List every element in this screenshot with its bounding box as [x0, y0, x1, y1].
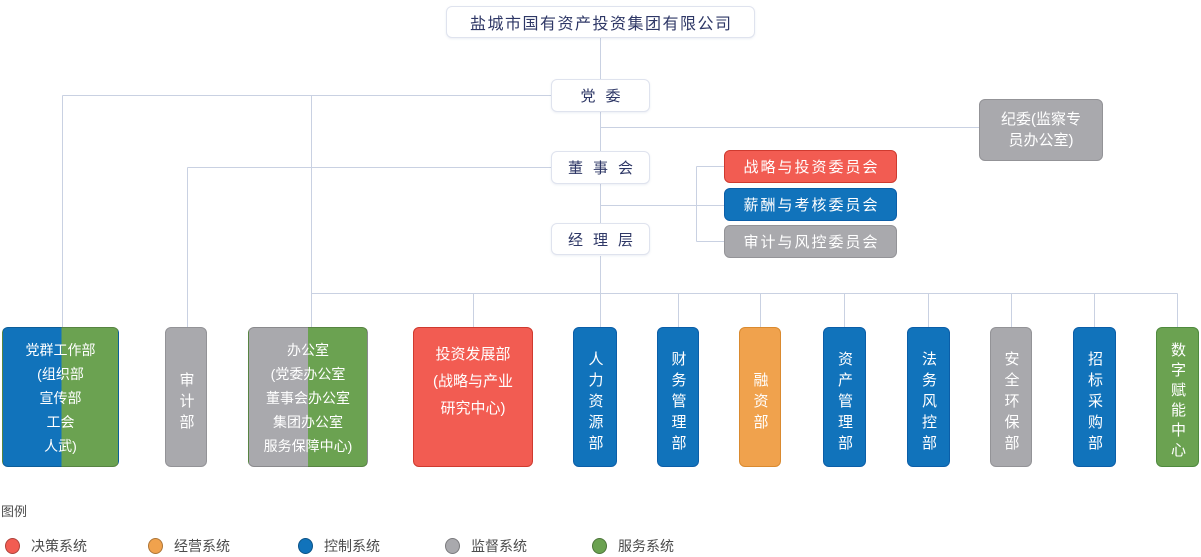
dept-label: 数字赋能中心	[1169, 342, 1186, 462]
node-dept-audit: 审计部	[165, 327, 207, 467]
node-dept-safety-environment: 安全环保部	[990, 327, 1032, 467]
legend-item-operating: 经营系统	[148, 536, 230, 556]
node-management-layer: 经理层	[551, 223, 650, 255]
legend-label: 服务系统	[618, 538, 674, 554]
legend-item-supervision: 监督系统	[445, 536, 527, 556]
supervision-system-dot-icon	[445, 538, 460, 554]
node-dept-asset-management: 资产管理部	[823, 327, 866, 467]
node-company-root: 盐城市国有资产投资集团有限公司	[446, 6, 755, 38]
node-committee-strategy-investment: 战略与投资委员会	[724, 150, 897, 183]
node-party-committee: 党委	[551, 79, 650, 112]
node-dept-bidding-procurement: 招标采购部	[1073, 327, 1116, 467]
dept-label: 融资部	[751, 371, 769, 435]
node-dept-financing: 融资部	[739, 327, 781, 467]
node-dept-investment-development: 投资发展部 (战略与产业 研究中心)	[413, 327, 533, 467]
legend-label: 控制系统	[324, 538, 380, 554]
legend-item-decision: 决策系统	[5, 536, 87, 556]
dept-label: 法务风控部	[920, 350, 937, 456]
legend-title: 图例	[1, 504, 28, 519]
dept-label: 审计部	[177, 371, 195, 435]
node-dept-digital-empowerment: 数字赋能中心	[1156, 327, 1199, 467]
dept-label: 人力资源部	[586, 350, 604, 456]
node-committee-compensation-assessment: 薪酬与考核委员会	[724, 188, 897, 221]
dept-label: 安全环保部	[1002, 350, 1020, 456]
operating-system-dot-icon	[148, 538, 163, 554]
node-dept-finance-management: 财务管理部	[657, 327, 699, 467]
node-dept-legal-risk-control: 法务风控部	[907, 327, 950, 467]
legend-label: 经营系统	[174, 538, 230, 554]
legend-item-service: 服务系统	[592, 536, 674, 556]
node-dept-human-resources: 人力资源部	[573, 327, 617, 467]
node-committee-audit-risk-control: 审计与风控委员会	[724, 225, 897, 258]
legend-label: 监督系统	[471, 538, 527, 554]
legend-label: 决策系统	[31, 538, 87, 554]
dept-label: 资产管理部	[836, 350, 853, 456]
dept-label: 财务管理部	[669, 350, 687, 456]
node-dept-party-mass-work: 党群工作部 (组织部 宣传部 工会 人武)	[2, 327, 119, 467]
legend-item-control: 控制系统	[298, 536, 380, 556]
node-board-of-directors: 董事会	[551, 151, 650, 184]
service-system-dot-icon	[592, 538, 607, 554]
dept-label: 招标采购部	[1086, 350, 1103, 456]
node-discipline-inspection-office: 纪委(监察专 员办公室)	[979, 99, 1103, 161]
control-system-dot-icon	[298, 538, 313, 554]
node-dept-general-office: 办公室 (党委办公室 董事会办公室 集团办公室 服务保障中心)	[248, 327, 368, 467]
decision-system-dot-icon	[5, 538, 20, 554]
